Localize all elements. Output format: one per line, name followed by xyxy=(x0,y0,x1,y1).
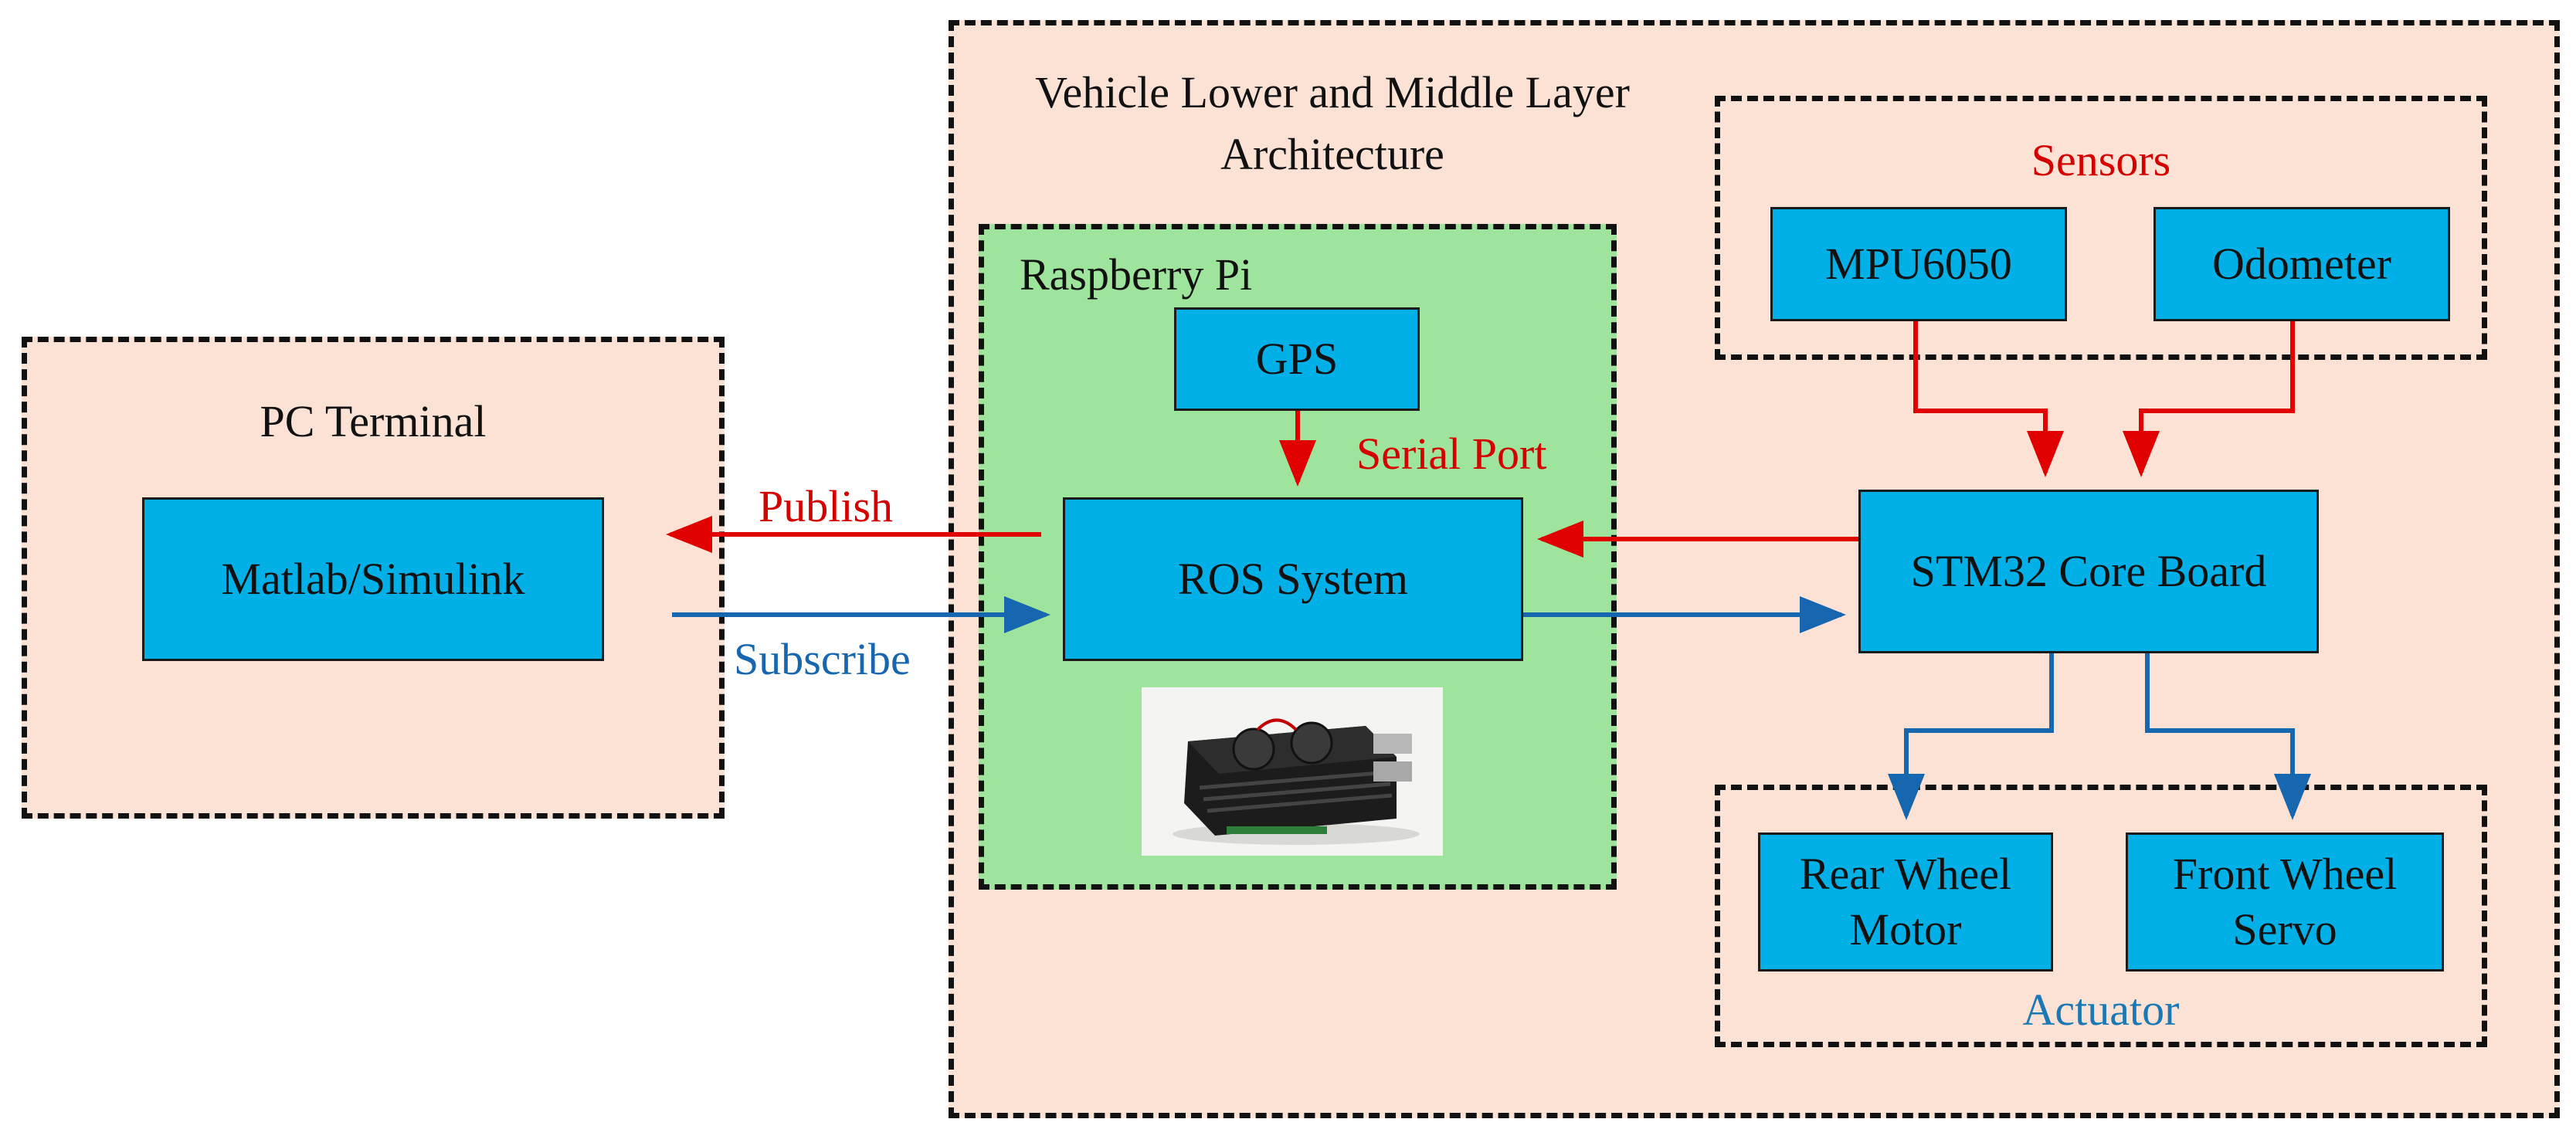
actuator-group xyxy=(1715,785,2487,1047)
raspberry-pi-title: Raspberry Pi xyxy=(1020,249,1253,300)
stm32-core-board-block: STM32 Core Board xyxy=(1858,490,2319,653)
mpu6050-block: MPU6050 xyxy=(1770,207,2067,321)
pc-terminal-title: PC Terminal xyxy=(260,396,487,446)
raspberry-pi-photo xyxy=(1142,687,1443,856)
vehicle-architecture-title: Vehicle Lower and Middle Layer Architect… xyxy=(1035,67,1630,179)
ros-system-block: ROS System xyxy=(1063,497,1523,661)
odometer-to-stm32-arrow xyxy=(2123,321,2295,477)
raspberry-pi-case-illustration xyxy=(1142,687,1443,856)
rear-wheel-motor-block: Rear Wheel Motor xyxy=(1758,833,2053,972)
gps-block: GPS xyxy=(1174,307,1420,411)
mpu6050-to-stm32-arrow xyxy=(1913,321,2064,477)
matlab-simulink-block: Matlab/Simulink xyxy=(142,497,604,661)
sensors-group xyxy=(1715,96,2487,360)
stm32-to-rear-wheel-arrow xyxy=(1888,653,2054,820)
front-wheel-servo-block: Front Wheel Servo xyxy=(2126,833,2444,972)
odometer-block: Odometer xyxy=(2153,207,2450,321)
sensors-title: Sensors xyxy=(2031,135,2171,185)
actuator-title: Actuator xyxy=(2022,985,2180,1035)
subscribe-label: Subscribe xyxy=(734,634,911,684)
serial-port-label: Serial Port xyxy=(1356,429,1547,479)
publish-label: Publish xyxy=(759,481,894,531)
stm32-to-front-wheel-arrow xyxy=(2145,653,2311,820)
